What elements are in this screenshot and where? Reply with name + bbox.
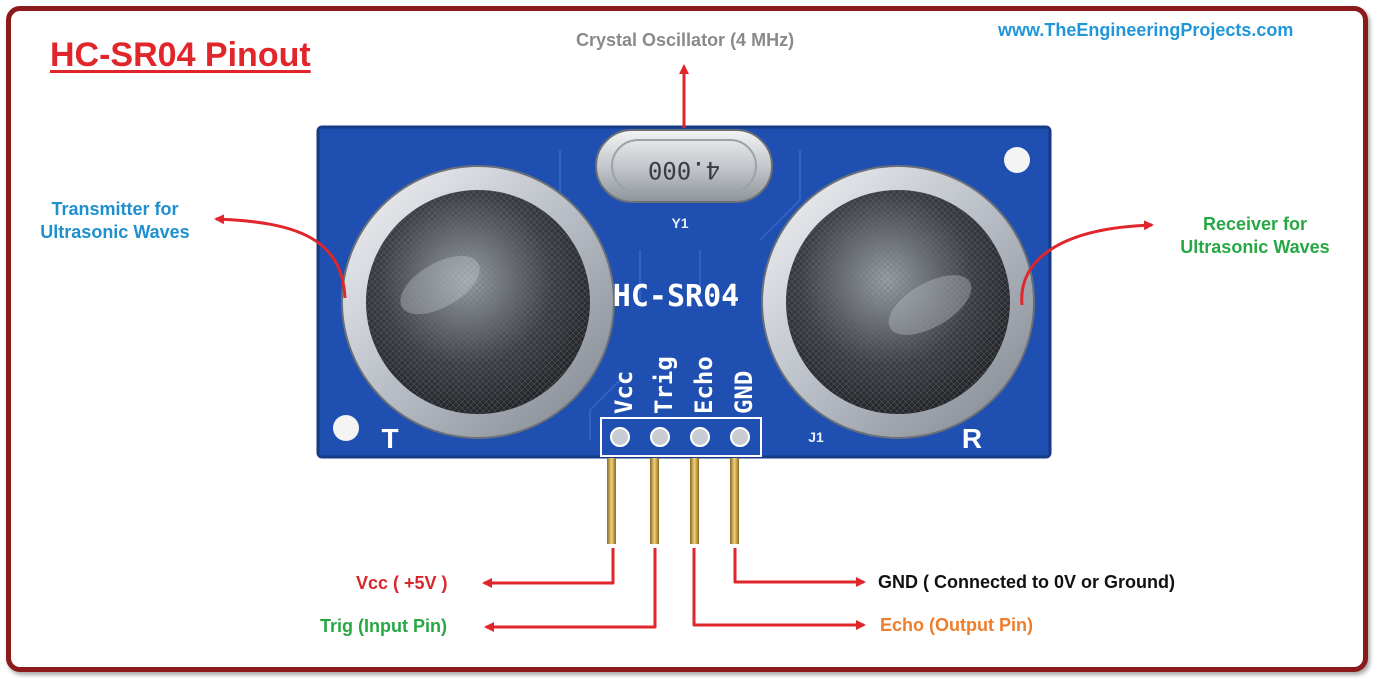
gnd-label: GND ( Connected to 0V or Ground)	[878, 572, 1175, 592]
pin-header	[600, 417, 762, 457]
website-link[interactable]: www.TheEngineeringProjects.com	[998, 20, 1294, 40]
header-pins	[607, 458, 739, 544]
echo-label: Echo (Output Pin)	[880, 615, 1033, 635]
mounting-hole	[333, 415, 359, 441]
transmitter-arrow	[214, 214, 347, 299]
receiver-arrow	[1020, 220, 1154, 306]
pcb-pin-label-trig: Trig	[650, 356, 678, 414]
receiver-mark: R	[962, 423, 982, 454]
crystal-marking: 4.000	[648, 156, 720, 184]
mounting-hole	[1004, 147, 1030, 173]
receiver-label: Receiver for Ultrasonic Waves	[1155, 213, 1355, 259]
transmitter-label-line-2: Ultrasonic Waves	[40, 222, 190, 242]
gnd-arrow	[733, 548, 866, 587]
page-title: HC-SR04 Pinout	[50, 36, 311, 74]
transmitter	[341, 165, 615, 439]
connector-ref: J1	[808, 429, 824, 445]
echo-arrow	[692, 548, 866, 630]
solder-pads	[610, 427, 750, 447]
transmitter-mark: T	[381, 423, 398, 454]
trig-label: Trig (Input Pin)	[320, 616, 447, 636]
transmitter-label: Transmitter for Ultrasonic Waves	[20, 198, 210, 244]
crystal-ref: Y1	[671, 215, 688, 231]
crystal-oscillator: 4.000	[595, 129, 773, 203]
receiver	[761, 165, 1035, 439]
crystal-label: Crystal Oscillator (4 MHz)	[576, 30, 795, 50]
pcb-pin-label-echo: Echo	[690, 356, 718, 414]
receiver-label-line-1: Receiver for	[1202, 214, 1308, 234]
vcc-arrow	[482, 548, 615, 588]
pcb-pin-label-gnd: GND	[730, 371, 758, 414]
board-model: HC-SR04	[613, 279, 739, 314]
receiver-label-line-2: Ultrasonic Waves	[1180, 237, 1330, 257]
transmitter-label-line-1: Transmitter for	[51, 199, 179, 219]
trig-arrow	[484, 548, 657, 632]
pcb-pin-label-vcc: Vcc	[610, 371, 638, 414]
vcc-label: Vcc ( +5V )	[356, 573, 448, 593]
